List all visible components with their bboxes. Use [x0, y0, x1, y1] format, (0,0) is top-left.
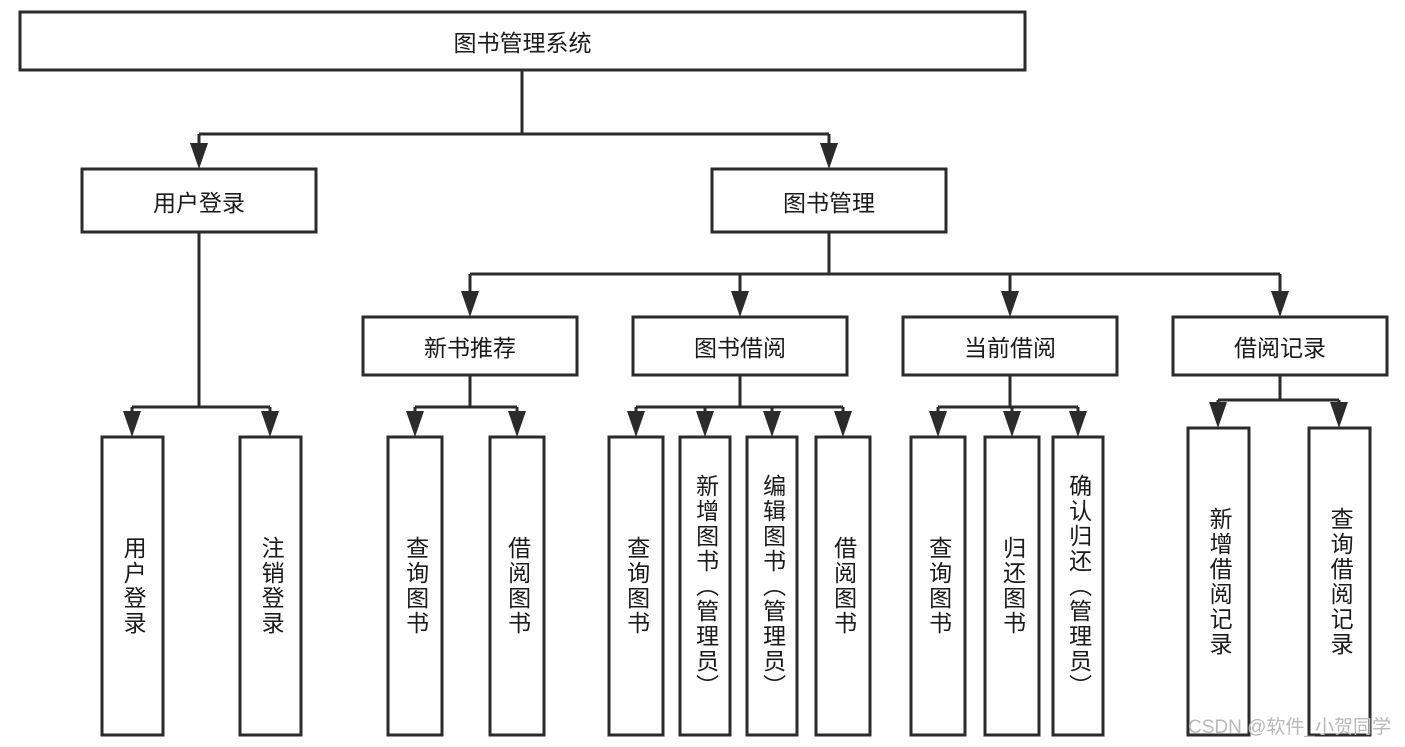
level2-box-1[interactable]	[710, 167, 948, 234]
root-box-0[interactable]	[18, 10, 1027, 72]
root-to-level2-arrow-1	[820, 143, 838, 169]
level3-box-2[interactable]	[901, 315, 1119, 377]
group3-arrow-0	[929, 411, 947, 437]
leaf-box-9[interactable]	[983, 435, 1041, 737]
group1-arrow-1	[508, 411, 526, 437]
leaf-box-2[interactable]	[386, 435, 444, 737]
leaf-box-0[interactable]	[100, 435, 165, 737]
level2-to-level3-arrow-3	[1271, 291, 1289, 317]
leaf-box-6[interactable]	[745, 435, 799, 737]
group2-arrow-3	[834, 411, 852, 437]
level3-box-0[interactable]	[361, 315, 579, 377]
group3-arrow-1	[1003, 411, 1021, 437]
level3-box-1[interactable]	[631, 315, 849, 377]
group0-arrow-0	[123, 411, 141, 437]
group3-arrow-2	[1069, 411, 1087, 437]
leaf-box-4[interactable]	[607, 435, 665, 737]
group1-arrow-0	[406, 411, 424, 437]
level2-to-level3-arrow-0	[461, 291, 479, 317]
leaf-box-12[interactable]	[1307, 426, 1372, 737]
group2-arrow-0	[627, 411, 645, 437]
leaf-box-8[interactable]	[909, 435, 967, 737]
group4-arrow-1	[1330, 402, 1348, 428]
leaf-box-11[interactable]	[1186, 426, 1251, 737]
level2-to-level3-arrow-2	[1001, 291, 1019, 317]
group0-arrow-1	[261, 411, 279, 437]
level2-to-level3-arrow-1	[731, 291, 749, 317]
group4-arrow-0	[1209, 402, 1227, 428]
leaf-box-1[interactable]	[238, 435, 303, 737]
level2-box-0[interactable]	[80, 167, 318, 234]
connector-layer	[123, 70, 1348, 437]
group2-arrow-1	[696, 411, 714, 437]
level3-box-3[interactable]	[1171, 315, 1389, 377]
root-to-level2-arrow-0	[190, 143, 208, 169]
node-box-layer	[18, 10, 1389, 737]
leaf-box-10[interactable]	[1051, 435, 1105, 737]
leaf-box-5[interactable]	[678, 435, 732, 737]
leaf-box-3[interactable]	[488, 435, 546, 737]
group2-arrow-2	[763, 411, 781, 437]
leaf-box-7[interactable]	[814, 435, 872, 737]
